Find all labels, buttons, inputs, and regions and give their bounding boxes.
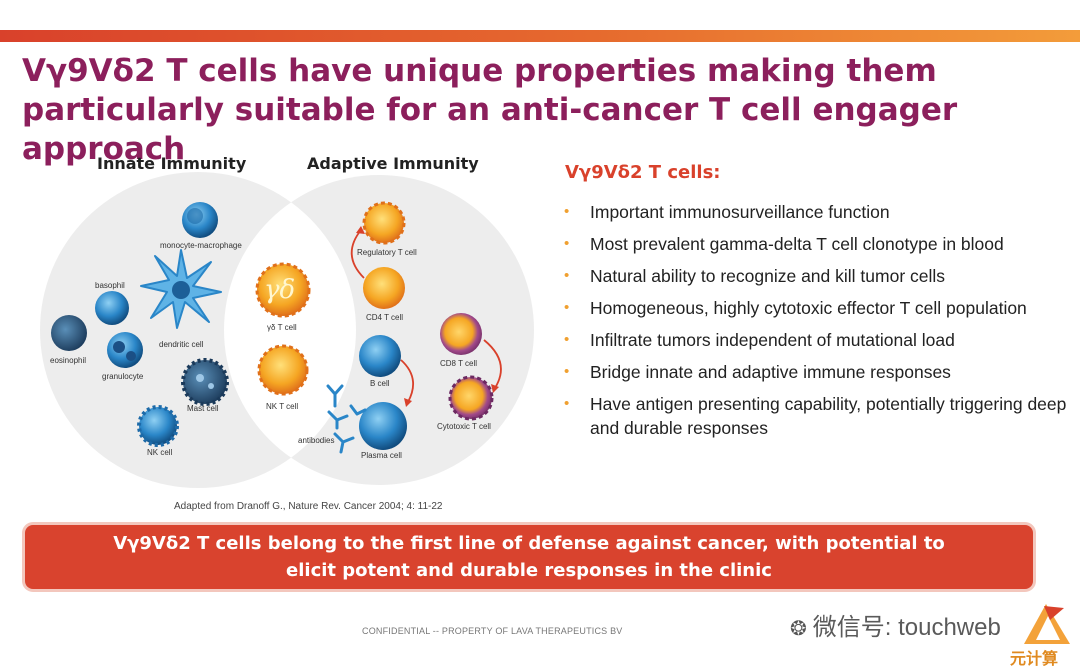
watermark-text: 微信号: touchweb (812, 614, 1001, 641)
bullet-dot-icon: • (564, 203, 570, 220)
plasma-label: Plasma cell (361, 451, 402, 460)
mast-label: Mast cell (187, 404, 219, 413)
basophil-cell (95, 291, 129, 325)
dendritic-cell (140, 249, 222, 329)
innate-immunity-label: Innate Immunity (97, 154, 247, 173)
list-item: •Have antigen presenting capability, pot… (564, 394, 1067, 438)
nk-cell (137, 405, 179, 447)
conclusion-banner: Vγ9Vδ2 T cells belong to the first line … (25, 525, 1033, 589)
gd-t-cell-label: γδ T cell (267, 323, 297, 332)
bullet-dot-icon: • (564, 331, 570, 348)
differentiation-arrows (350, 229, 502, 403)
venn-svg (40, 172, 534, 488)
list-item: •Natural ability to recognize and kill t… (564, 266, 946, 286)
nk-label: NK cell (147, 448, 173, 457)
list-item: •Bridge innate and adaptive immune respo… (564, 362, 951, 382)
cd8-label: CD8 T cell (440, 359, 478, 368)
logo-text: 元计算 (1010, 651, 1059, 668)
plasma-cell (359, 402, 407, 450)
granulocyte-cell (107, 332, 143, 368)
bullets-heading: Vγ9Vδ2 T cells: (565, 162, 721, 183)
immunity-venn-diagram: Innate Immunity Adaptive Immunity γδ mon… (35, 150, 535, 520)
basophil-label: basophil (95, 281, 125, 290)
bullet-dot-icon: • (564, 395, 570, 412)
regulatory-t-cell-label: Regulatory T cell (357, 248, 417, 257)
cytotoxic-t-cell (448, 375, 494, 421)
list-item: •Infiltrate tumors independent of mutati… (564, 330, 955, 350)
eosinophil-label: eosinophil (50, 356, 87, 365)
adaptive-immunity-label: Adaptive Immunity (307, 154, 479, 173)
cd4-label: CD4 T cell (366, 313, 404, 322)
cd4-t-cell (363, 267, 405, 309)
top-accent-bar (0, 30, 1080, 42)
gd-t-cell (255, 262, 311, 318)
nk-t-cell-label: NK T cell (266, 402, 299, 411)
dendritic-label: dendritic cell (159, 340, 204, 349)
eosinophil-cell (51, 315, 87, 351)
confidential-footer: CONFIDENTIAL -- PROPERTY OF LAVA THERAPE… (362, 626, 623, 636)
monocyte-label: monocyte-macrophage (160, 241, 242, 250)
granulocyte-label: granulocyte (102, 372, 144, 381)
cytotoxic-label: Cytotoxic T cell (437, 422, 491, 431)
bullet-dot-icon: • (564, 299, 570, 316)
b-cell-label: B cell (370, 379, 390, 388)
bullet-dot-icon: • (564, 267, 570, 284)
list-item: •Most prevalent gamma-delta T cell clono… (564, 234, 1004, 254)
overlap-region (224, 175, 356, 485)
list-item: •Homogeneous, highly cytotoxic effector … (564, 298, 1027, 318)
list-item: •Important immunosurveillance function (564, 202, 890, 222)
banner-text: Vγ9Vδ2 T cells belong to the first line … (113, 533, 945, 581)
citation: Adapted from Dranoff G., Nature Rev. Can… (174, 501, 443, 512)
mast-cell (181, 358, 229, 406)
nk-t-cell (257, 344, 309, 396)
slide-title: Vγ9Vδ2 T cells have unique properties ma… (22, 53, 958, 167)
wechat-icon: ❂ (790, 618, 807, 640)
company-logo-icon (1024, 604, 1070, 644)
antibody-icons (326, 384, 367, 454)
wechat-watermark: ❂微信号: touchweb (790, 607, 1001, 642)
regulatory-t-cell (362, 201, 406, 245)
bullet-dot-icon: • (564, 363, 570, 380)
gd-symbol: γδ (264, 275, 296, 305)
property-list: •Important immunosurveillance function •… (562, 200, 1072, 448)
bullet-dot-icon: • (564, 235, 570, 252)
b-cell (359, 335, 401, 377)
cd8-t-cell (440, 313, 482, 355)
antibodies-label: antibodies (298, 436, 335, 445)
